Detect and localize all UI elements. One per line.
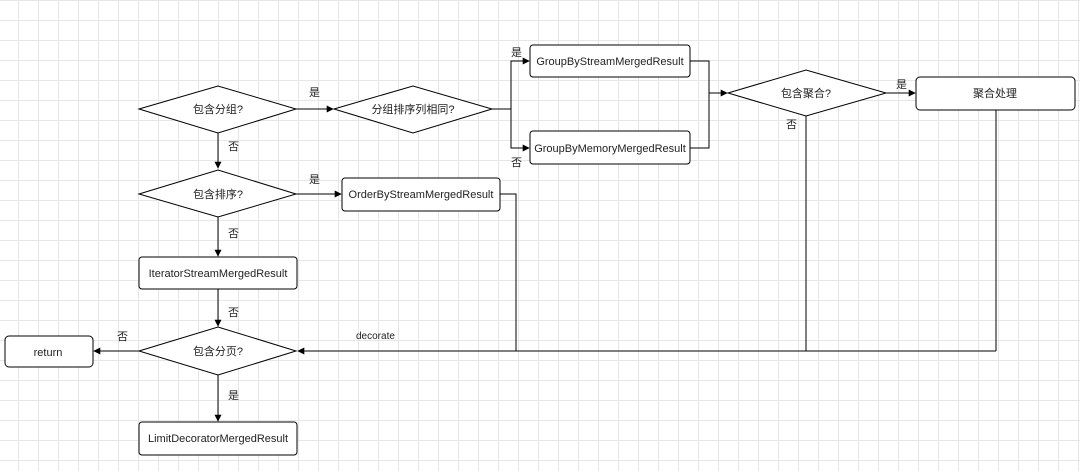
edge-group-results-merge <box>690 60 710 149</box>
edge-label-same-yes: 是 <box>511 46 522 59</box>
decision-has-sort-label: 包含排序? <box>193 187 243 201</box>
edge-label-aggregation-no: 否 <box>786 119 797 131</box>
process-return-label: return <box>34 347 63 359</box>
edge-label-sort-yes: 是 <box>309 173 320 186</box>
process-group-by-memory: GroupByMemoryMergedResult <box>529 130 691 165</box>
process-return: return <box>4 335 94 368</box>
edge-same-no <box>510 109 530 152</box>
decision-has-sort: 包含排序? <box>137 169 298 218</box>
decision-group-sort-same: 分组排序列相同? <box>332 85 494 134</box>
edge-label-same-no: 否 <box>511 157 522 169</box>
process-limit-decorator-label: LimitDecoratorMergedResult <box>148 433 288 445</box>
edge-order-down <box>500 193 517 351</box>
process-aggregation-label: 聚合处理 <box>973 86 1017 100</box>
process-group-by-stream-label: GroupByStreamMergedResult <box>536 56 683 68</box>
decision-has-aggregation: 包含聚合? <box>726 69 888 117</box>
process-aggregation: 聚合处理 <box>915 76 1076 111</box>
decision-has-group-label: 包含分组? <box>193 102 243 116</box>
process-order-by-stream: OrderByStreamMergedResult <box>341 177 501 212</box>
edge-label-paging-yes: 是 <box>228 389 239 402</box>
edge-label-group-yes: 是 <box>309 86 320 99</box>
process-group-by-stream: GroupByStreamMergedResult <box>529 44 691 78</box>
decision-group-sort-same-label: 分组排序列相同? <box>371 102 454 116</box>
edge-label-group-no: 否 <box>228 141 239 153</box>
edge-label-aggregation-yes: 是 <box>896 78 907 91</box>
process-order-by-stream-label: OrderByStreamMergedResult <box>349 189 494 201</box>
decision-has-aggregation-label: 包含聚合? <box>781 86 831 100</box>
process-group-by-memory-label: GroupByMemoryMergedResult <box>534 143 686 155</box>
process-iterator-stream-label: IteratorStreamMergedResult <box>149 268 288 280</box>
edge-label-paging-no: 否 <box>117 331 128 343</box>
edge-label-sort-no: 否 <box>228 228 239 240</box>
process-limit-decorator: LimitDecoratorMergedResult <box>138 421 298 456</box>
edge-label-decorate: decorate <box>356 331 395 342</box>
edge-label-iterator-no: 否 <box>228 307 239 319</box>
decision-has-paging-label: 包含分页? <box>193 344 243 358</box>
process-iterator-stream: IteratorStreamMergedResult <box>138 256 298 290</box>
edge-same-yes <box>492 57 530 110</box>
decision-has-group: 包含分组? <box>137 85 298 134</box>
decision-has-paging: 包含分页? <box>137 326 298 376</box>
